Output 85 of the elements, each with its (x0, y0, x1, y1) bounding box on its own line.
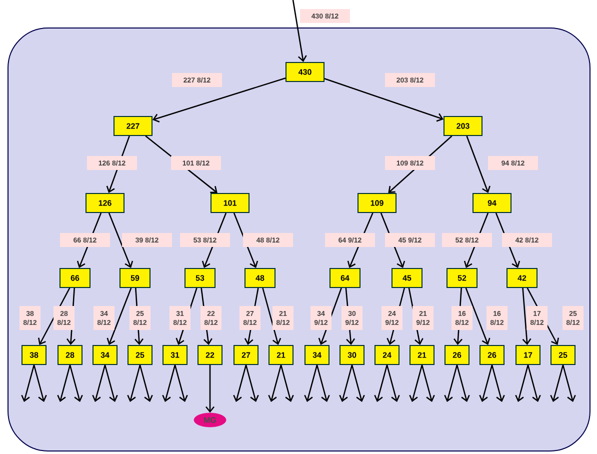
arrow (245, 364, 259, 402)
arrow (466, 136, 490, 193)
number-box: 38 (22, 345, 46, 365)
number-box: 42 (506, 268, 538, 288)
number-box: 30 (340, 345, 364, 365)
number-box: 101 (210, 193, 250, 213)
arrow (408, 288, 424, 345)
arrow (454, 288, 463, 345)
number-box: 25 (128, 345, 152, 365)
arrow (152, 77, 286, 122)
arrow (386, 288, 406, 345)
arrow (526, 288, 559, 345)
arrow (200, 288, 212, 345)
number-box: 21 (410, 345, 434, 365)
number-box: 53 (184, 268, 216, 288)
arrow (127, 364, 141, 402)
arrow (21, 364, 35, 402)
number-box: 203 (444, 116, 482, 136)
number-box: 66 (60, 268, 90, 288)
arrow (456, 364, 470, 402)
number-box: 52 (446, 268, 478, 288)
arrow (66, 288, 76, 345)
number-box: 31 (162, 345, 188, 365)
arrow (550, 364, 564, 402)
number-box: 24 (374, 345, 400, 365)
number-box: 17 (516, 345, 540, 365)
arrow (206, 365, 215, 413)
arrow (134, 288, 144, 345)
arrow (174, 364, 188, 402)
number-box: 227 (114, 116, 152, 136)
arrow (318, 288, 342, 345)
arrow (244, 288, 259, 345)
arrow (292, 0, 307, 62)
arrow (176, 288, 198, 345)
arrow (465, 288, 490, 345)
arrow (233, 212, 258, 268)
arrow (233, 364, 247, 402)
arrow (92, 364, 106, 402)
number-box: 64 (330, 268, 360, 288)
number-box: 28 (58, 345, 82, 365)
oval-node: MG (194, 412, 226, 428)
number-box: 21 (268, 345, 294, 365)
arrow (57, 364, 71, 402)
number-box: 94 (472, 193, 512, 213)
arrow (162, 364, 176, 402)
number-box: 26 (480, 345, 504, 365)
arrow (324, 78, 444, 122)
number-box: 430 (286, 62, 324, 82)
number-box: 26 (444, 345, 470, 365)
arrow (33, 364, 47, 402)
number-box: 45 (392, 268, 422, 288)
arrow (262, 288, 282, 345)
arrow (522, 288, 532, 345)
number-box: 126 (86, 193, 124, 213)
arrow (421, 364, 435, 402)
arrow (339, 364, 353, 402)
arrow (38, 288, 70, 345)
arrow (108, 212, 134, 268)
number-box: 22 (198, 345, 222, 365)
arrow (374, 364, 388, 402)
number-box: 109 (358, 193, 396, 213)
number-box: 27 (234, 345, 258, 365)
arrow (139, 364, 153, 402)
number-box: 25 (550, 345, 576, 365)
number-box: 48 (244, 268, 276, 288)
arrow (280, 364, 294, 402)
arrow (345, 288, 356, 345)
arrow (316, 364, 330, 402)
arrow (444, 364, 458, 402)
arrow (562, 364, 576, 402)
arrow (69, 364, 83, 402)
arrow (104, 364, 118, 402)
arrow (527, 364, 541, 402)
number-box: 59 (120, 268, 150, 288)
arrow (351, 364, 365, 402)
arrow (268, 364, 282, 402)
arrow (106, 288, 132, 345)
arrow (515, 364, 529, 402)
arrow (409, 364, 423, 402)
number-box: 34 (92, 345, 118, 365)
arrow (386, 364, 400, 402)
number-box: 34 (304, 345, 330, 365)
arrow (491, 364, 505, 402)
arrow (304, 364, 318, 402)
arrow (479, 364, 493, 402)
